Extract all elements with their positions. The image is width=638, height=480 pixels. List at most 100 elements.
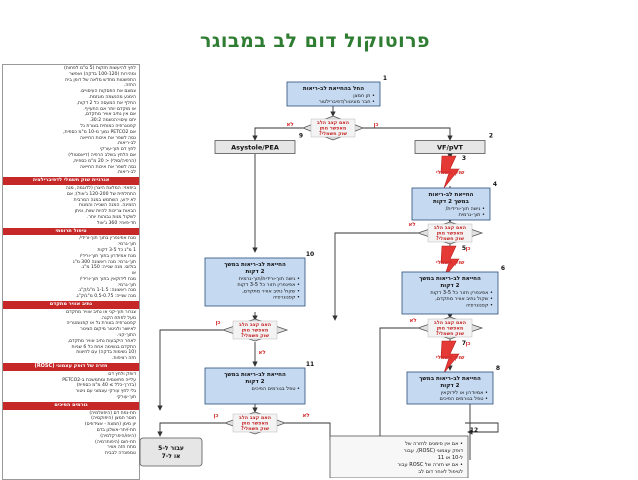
sidebar-line: עלייה פתאומית ומתמשכת ב-PETCO2 [62, 377, 136, 383]
sidebar-section-heading: חזרה של דופק עצמוני (ROSC) [3, 363, 139, 371]
sidebar-line: חוסר חמצן (היפוקסיה) [91, 416, 136, 422]
step-box-shape [204, 367, 306, 405]
sidebar-line: ומהירות (100-120 בדקה) ואפשר [69, 71, 136, 77]
lightning-bolt-icon [440, 155, 460, 189]
sidebar-line: גלי לחץ עורקי עצמוני עם ניטור [75, 389, 136, 395]
sidebar-line: לחץ להיעשות חזקות (5 ס"מ לפחות) [63, 66, 136, 71]
connector-lines [157, 104, 499, 470]
sidebar-line: טמפונדה לבבית [105, 451, 136, 457]
step-box-shape [286, 81, 381, 107]
connector [332, 232, 418, 321]
decision-diamond [301, 115, 365, 141]
decision-text: האם קצב הלב [434, 320, 466, 326]
sidebar-section-heading: נתיב אוויר מתקדם [3, 301, 139, 309]
sidebar-line: בולוס. מנה שנייה: 150 מ"ג. [80, 265, 136, 271]
connector [285, 422, 331, 440]
sidebar-line: מעל לפתח הקנה. [100, 315, 136, 321]
rhythm-label: VF/pVT [437, 144, 464, 152]
decision-diamond [416, 221, 484, 245]
step-number: 2 [489, 133, 493, 140]
sidebar-line: (בדרך-כלל ≥ 40 מ"מ כספית) [76, 383, 136, 389]
connector [157, 422, 225, 437]
decision-text: מאפשר מתן [437, 232, 464, 237]
sidebar-section: לחץ להיעשות חזקות (5 ס"מ לפחות)ומהירות (… [3, 65, 139, 177]
sidebar-section-heading: אנרגיית שוק חשמלי לדפיברילציה [3, 177, 139, 185]
page-title: פרוטוקול דום לב במבוגר [199, 30, 431, 52]
decision-text: האם קצב הלב [239, 415, 271, 421]
decision-yes-label: כן [465, 341, 470, 347]
step-title: החל בהחייאת לב-ריאות [303, 86, 364, 92]
connector [450, 401, 471, 460]
step-title: החייאת לב-ריאות [429, 192, 474, 198]
sidebar-line: קפנוגרפיה בצורת גל או קפנומטריה [66, 321, 136, 327]
sidebar-line: התוך-קני. [117, 333, 136, 339]
step-number: 5 [462, 245, 466, 252]
decision-yes-label: כן [465, 246, 470, 252]
step-line: • תן חמצן [353, 93, 375, 99]
sidebar-line: מנה ראשונה: 1-1.5 מ"ג/ק"ג. [77, 288, 136, 294]
sidebar-line: הימנע מהנשמה מוגזמת. [88, 94, 136, 100]
step-line: ל-10 או 11 [438, 455, 463, 461]
goto-line: עבור ל-5 [158, 445, 184, 452]
sidebar-line: (10 נשימות בדקה) עם לחיצות [76, 350, 136, 356]
step-subtitle: במשך 2 דקות [433, 199, 469, 205]
step-line: • אם יש חזרה של ROSC עבור [397, 462, 463, 468]
step-line: לטיפול לאחר דום לב [418, 469, 463, 475]
decision-yes-label: כן [373, 122, 378, 128]
shock-shock7: שוק חשמלי [436, 340, 465, 374]
sidebar-line: נסה לשפר את איכות החייאה [79, 164, 136, 170]
decision-text: האם קצב הלב [434, 225, 466, 231]
step-line: • טפל בגורמים הפיכים [252, 386, 301, 392]
decision-label-box [232, 320, 278, 340]
decision-text: שוק חשמלי? [436, 331, 464, 337]
sidebar-section-heading: טיפול תרופתי [3, 227, 139, 236]
sidebar-line: אם PETCO2 נמוך מ-10 מ"מ כספית, [63, 129, 136, 135]
sidebar-line: מתח חזה אוויר [107, 445, 136, 451]
lightning-bolt-icon [440, 340, 460, 374]
sidebar-line: או [131, 271, 136, 277]
shock-shock5: שוק חשמלי [436, 245, 465, 279]
sidebar-line: מנת אפינפרין בתוך תוך-ורידי/ [79, 236, 136, 242]
sidebar-line: צמצם את הפסקות העיסויים. [79, 89, 136, 95]
goto-line: או ל-7 [162, 453, 181, 460]
sidebar-line: תת-נפח דם (היפוולמיה) [89, 410, 136, 416]
connector [363, 127, 453, 141]
sidebar-line: לאישור ולניטור מיקום הצינור [80, 327, 136, 333]
decision-text: מאפשר מתן [437, 327, 464, 332]
sidebar-line: לחץ דם תוך-עורקי [100, 147, 136, 153]
step-line: • שקול נתיב אוויר מתקדם, [242, 288, 300, 294]
shock-label: שוק חשמלי [436, 170, 465, 176]
sidebar-line: הבאות צריכות להיות שוות, וניתן [74, 209, 136, 215]
rhythm-box-shape [414, 140, 486, 154]
sidebar-line: נסה לשפר את איכות החייאה [79, 135, 136, 141]
decision-text: שוק חשמלי? [241, 426, 269, 432]
sidebar-notes-panel: לחץ להיעשות חזקות (5 ס"מ לפחות)ומהירות (… [2, 64, 140, 480]
step-line: • טפל בגורמים הפיכים [440, 396, 489, 402]
sidebar-line: (הרפיה/סולי) < 20 מ"מ כספית, [72, 158, 136, 164]
decision-yes-label: כן [213, 413, 218, 419]
decision-text: שוק חשמלי? [436, 236, 464, 242]
sidebar-line: לאחר היקבעות נתיב אוויר מתקדם, [67, 338, 136, 344]
sidebar-line: לב-ריאות. [116, 170, 136, 176]
sidebar-line: אם הלחץ בשלב הרפיה (דיאסטולי) [68, 152, 136, 158]
sidebar-line: דופק ולחץ דם [108, 371, 136, 377]
decision-diamond [416, 316, 484, 340]
sidebar-line: יון מימן (חמצת - אצידוזיס) [84, 422, 136, 428]
connector [157, 329, 225, 411]
sidebar-line: לשקול מנות גבוהות יותר. [86, 214, 136, 220]
decision-diamond [221, 318, 289, 342]
flowchart-nodes: החל בהחייאת לב-ריאות• תן חמצן• חבר מוניט… [139, 75, 505, 478]
step-title: החייאת לב-ריאות במשך [419, 376, 481, 382]
step-subtitle: 2 דקות [245, 379, 264, 385]
sidebar-section: תת-נפח דם (היפוולמיה)חוסר חמצן (היפוקסיה… [3, 410, 139, 458]
sidebar-line: מנה שנייה: 0.5-0.75 מ"ג/ק"ג. [75, 294, 136, 300]
step-line: • חבר מוניטור/דפיברילטור [319, 99, 375, 105]
